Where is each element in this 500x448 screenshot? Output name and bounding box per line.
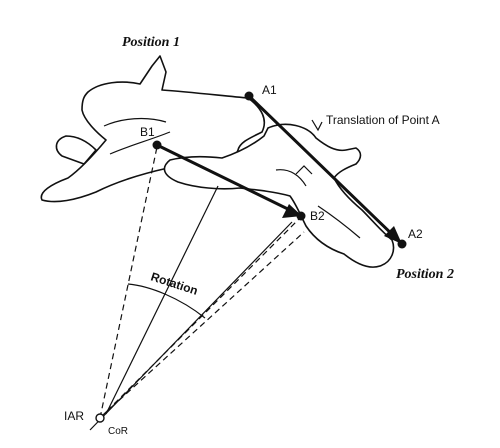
iar-label: IAR: [64, 409, 84, 423]
solid-line-to-b2: [89, 221, 293, 431]
perpendicular-line: [105, 185, 219, 415]
vector-b: [156, 143, 299, 216]
dashed-line-to-b2: [99, 217, 301, 419]
iar-cor-point: [95, 413, 105, 423]
point-b1-dot: [152, 140, 162, 150]
vertebra-position-2: [163, 123, 395, 268]
translation-leader: [311, 119, 323, 132]
point-a2-label: A2: [408, 227, 423, 241]
position-2-label: Position 2: [396, 267, 454, 282]
point-a2-dot: [397, 239, 407, 249]
position-1-label: Position 1: [122, 35, 180, 50]
point-b1-label: B1: [140, 125, 155, 139]
dashed-line-right: [103, 231, 305, 415]
translation-arrowhead-a: [384, 226, 402, 244]
rotation-arc: [127, 283, 206, 319]
point-a1-label: A1: [262, 83, 277, 97]
cor-label: CoR: [108, 426, 128, 437]
point-b2-dot: [296, 211, 306, 221]
translation-vector-a: [247, 94, 400, 242]
vertebra-position-1-process: [55, 135, 97, 165]
vertebra-position-2-inner-contour: [275, 169, 361, 239]
right-angle-marker: [295, 165, 313, 175]
vertebra-position-1-inner-contour: [103, 117, 171, 155]
translation-label: Translation of Point A: [326, 113, 440, 127]
point-a1-dot: [244, 91, 254, 101]
point-b2-label: B2: [310, 209, 325, 223]
dashed-line-to-b1: [99, 146, 158, 419]
